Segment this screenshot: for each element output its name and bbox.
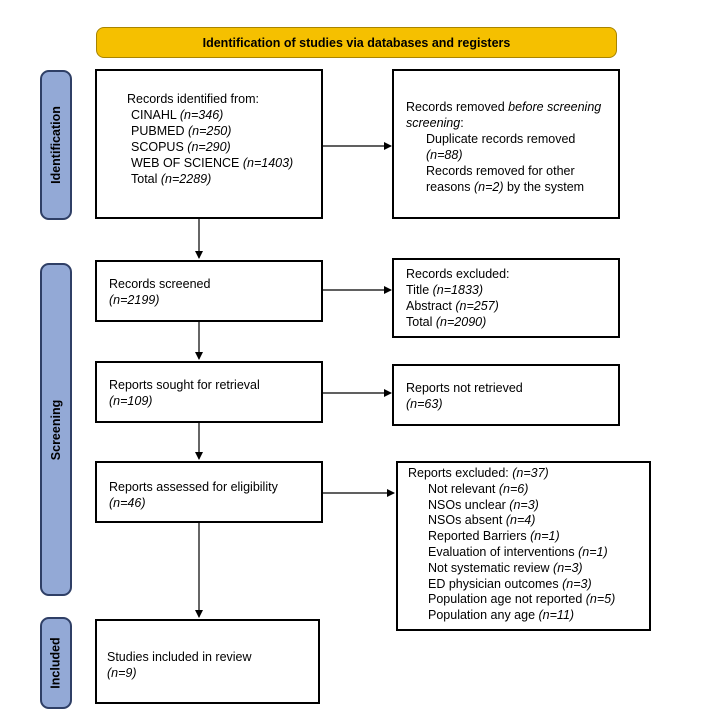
reports-excluded-item: Population age not reported (n=5) — [428, 592, 616, 607]
studies-included-box: Studies included in review (n=9) — [95, 619, 320, 704]
records-screened-box: Records screened (n=2199) — [95, 260, 323, 322]
duplicate-n: (n=88) — [426, 148, 463, 162]
records-removed-title-2: screening: — [406, 116, 464, 130]
reports-assessed-n: (n=46) — [109, 496, 146, 510]
records-identified-title: Records identified from: — [127, 92, 260, 106]
stage-included: Included — [40, 617, 72, 709]
reports-excluded-item: Evaluation of interventions (n=1) — [428, 544, 608, 559]
studies-included-label: Studies included in review — [107, 650, 252, 664]
records-screened-n: (n=2199) — [109, 293, 160, 307]
records-removed-box: Records removed before screening screeni… — [392, 69, 620, 219]
reports-excluded-item: NSOs unclear (n=3) — [428, 497, 539, 512]
reports-excluded-item: Not systematic review (n=3) — [428, 560, 583, 575]
other-reasons: reasons (n=2) by the system — [426, 180, 585, 194]
header-banner: Identification of studies via databases … — [96, 27, 617, 58]
reports-excluded-box: Reports excluded: (n=37) Not relevant (n… — [396, 461, 651, 631]
reports-excluded-item: NSOs absent (n=4) — [428, 513, 536, 528]
stage-screening: Screening — [40, 263, 72, 596]
reports-excluded-title: Reports excluded: (n=37) — [408, 466, 549, 480]
stage-identification: Identification — [40, 70, 72, 220]
reports-not-retrieved-box: Reports not retrieved (n=63) — [392, 364, 620, 426]
records-screened-label: Records screened — [109, 277, 211, 291]
records-excluded-item: Title (n=1833) — [406, 283, 484, 297]
source-line: CINAHL (n=346) — [131, 108, 224, 122]
source-line: PUBMED (n=250) — [131, 124, 232, 138]
records-excluded-item: Abstract (n=257) — [406, 299, 499, 313]
reports-excluded-item: Reported Barriers (n=1) — [428, 529, 560, 544]
reports-assessed-label: Reports assessed for eligibility — [109, 480, 278, 494]
reports-not-retrieved-label: Reports not retrieved — [406, 381, 523, 395]
header-title: Identification of studies via databases … — [202, 35, 511, 50]
records-excluded-item: Total (n=2090) — [406, 315, 487, 329]
reports-assessed-box: Reports assessed for eligibility (n=46) — [95, 461, 323, 523]
reports-sought-box: Reports sought for retrieval (n=109) — [95, 361, 323, 423]
duplicate-label: Duplicate records removed — [426, 132, 576, 146]
reports-excluded-item: Population any age (n=11) — [428, 608, 575, 623]
reports-sought-n: (n=109) — [109, 394, 153, 408]
source-line: SCOPUS (n=290) — [131, 140, 231, 154]
reports-excluded-item: ED physician outcomes (n=3) — [428, 576, 592, 591]
reports-sought-label: Reports sought for retrieval — [109, 378, 260, 392]
records-excluded-title: Records excluded: — [406, 267, 510, 281]
records-identified-box: Records identified from: CINAHL (n=346) … — [95, 69, 323, 219]
records-excluded-box: Records excluded: Title (n=1833) Abstrac… — [392, 258, 620, 338]
source-line: WEB OF SCIENCE (n=1403) — [131, 156, 294, 170]
source-line: Total (n=2289) — [131, 172, 212, 186]
reports-not-retrieved-n: (n=63) — [406, 397, 443, 411]
other-label: Records removed for other — [426, 164, 575, 178]
studies-included-n: (n=9) — [107, 666, 137, 680]
records-removed-title: Records removed before screening — [406, 100, 602, 114]
reports-excluded-item: Not relevant (n=6) — [428, 481, 529, 496]
